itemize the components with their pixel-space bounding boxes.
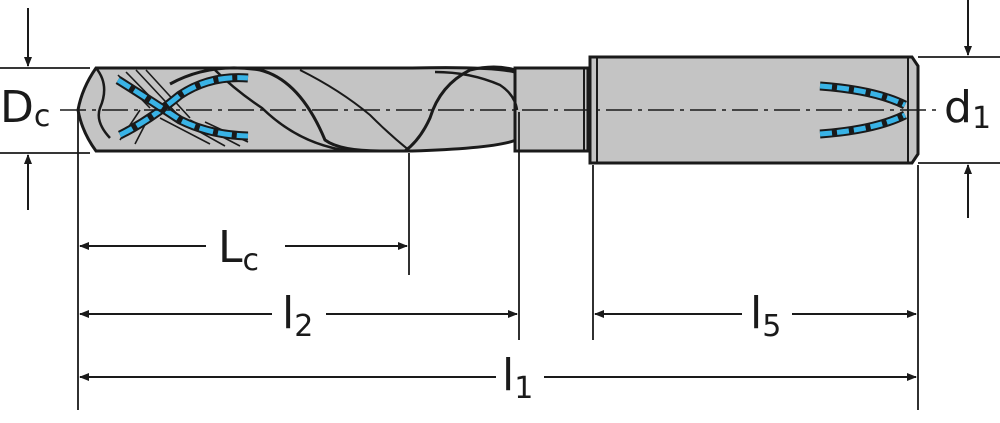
flute-curve-4 bbox=[434, 70, 519, 111]
neck bbox=[513, 66, 590, 153]
drill-body bbox=[60, 55, 940, 165]
label-overall-length: l1 bbox=[502, 350, 533, 406]
extension-lines bbox=[0, 56, 1000, 410]
drill-tip-edge bbox=[95, 67, 111, 139]
label-shank-diameter: d1 bbox=[944, 82, 991, 136]
label-cutting-length: Lc bbox=[218, 222, 259, 278]
diameter-arrows bbox=[24, 0, 972, 218]
label-cutting-diameter: Dc bbox=[0, 82, 50, 134]
label-length-2: l2 bbox=[282, 288, 313, 344]
length-dimension-lines bbox=[79, 242, 917, 381]
flute-curve-3 bbox=[404, 65, 516, 153]
flute-curve-5 bbox=[299, 69, 411, 152]
flute-curve-1 bbox=[169, 66, 381, 153]
flute-curve-2 bbox=[214, 69, 351, 153]
coolant-channels bbox=[115, 73, 908, 141]
label-shank-length: l5 bbox=[750, 288, 781, 344]
